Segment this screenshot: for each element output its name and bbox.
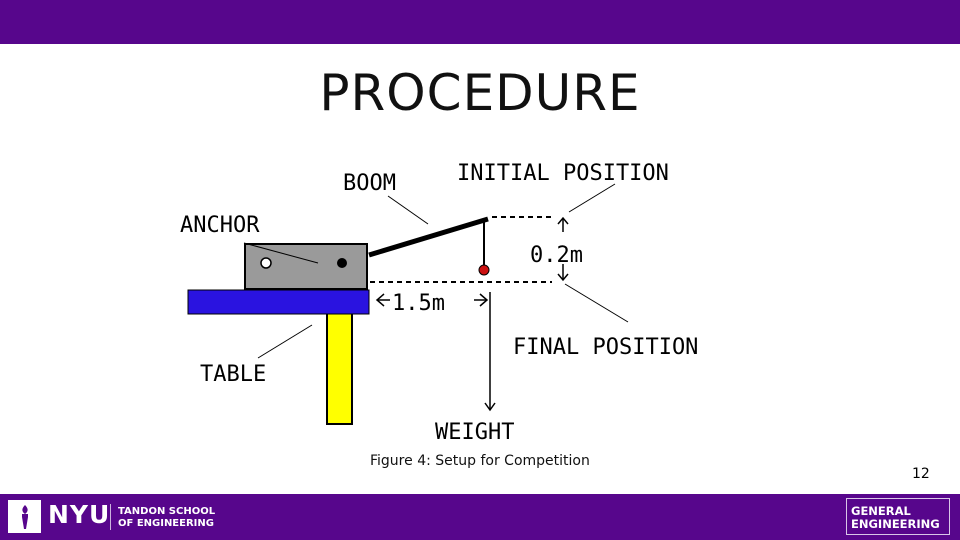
torch-icon bbox=[8, 500, 41, 533]
boom-arm bbox=[368, 216, 489, 258]
label-height: 0.2m bbox=[530, 243, 583, 268]
weight-ball bbox=[478, 264, 490, 276]
general-engineering-logo: GENERAL ENGINEERING bbox=[846, 498, 950, 535]
ge-line-2: ENGINEERING bbox=[851, 517, 940, 531]
distance-arrow-right-head bbox=[479, 293, 489, 307]
table-leader bbox=[257, 324, 313, 359]
weight-drop-arrow-head bbox=[484, 402, 496, 412]
school-line-2: OF ENGINEERING bbox=[118, 518, 214, 529]
page-number: 12 bbox=[912, 466, 930, 482]
label-weight: WEIGHT bbox=[435, 420, 514, 445]
table-top bbox=[187, 289, 370, 315]
slide-title: PROCEDURE bbox=[319, 64, 641, 122]
label-table: TABLE bbox=[200, 362, 266, 387]
height-arrow-down-head bbox=[557, 273, 569, 282]
boom-leader bbox=[387, 195, 429, 225]
anchor-pivot bbox=[337, 258, 347, 268]
school-name: TANDON SCHOOL OF ENGINEERING bbox=[118, 506, 215, 530]
final-position-leader bbox=[564, 283, 629, 323]
ge-line-1: GENERAL bbox=[851, 504, 911, 518]
label-final-position: FINAL POSITION bbox=[513, 335, 698, 360]
label-anchor: ANCHOR bbox=[180, 213, 260, 238]
anchor-hole bbox=[260, 257, 272, 269]
table-leg bbox=[326, 312, 353, 425]
label-initial-position: INITIAL POSITION bbox=[457, 161, 669, 186]
top-header-bar bbox=[0, 0, 960, 44]
nyu-wordmark: NYU bbox=[48, 500, 111, 529]
height-arrow-up-head bbox=[557, 216, 569, 225]
footer-bar: NYU TANDON SCHOOL OF ENGINEERING GENERAL… bbox=[0, 494, 960, 540]
anchor-leader bbox=[243, 242, 319, 264]
footer-divider bbox=[110, 504, 111, 530]
label-distance: 1.5m bbox=[392, 291, 445, 316]
label-boom: BOOM bbox=[343, 171, 396, 196]
figure-caption: Figure 4: Setup for Competition bbox=[370, 453, 590, 469]
school-line-1: TANDON SCHOOL bbox=[118, 506, 216, 517]
initial-position-leader bbox=[568, 183, 616, 213]
ge-text: GENERAL ENGINEERING bbox=[851, 505, 940, 531]
